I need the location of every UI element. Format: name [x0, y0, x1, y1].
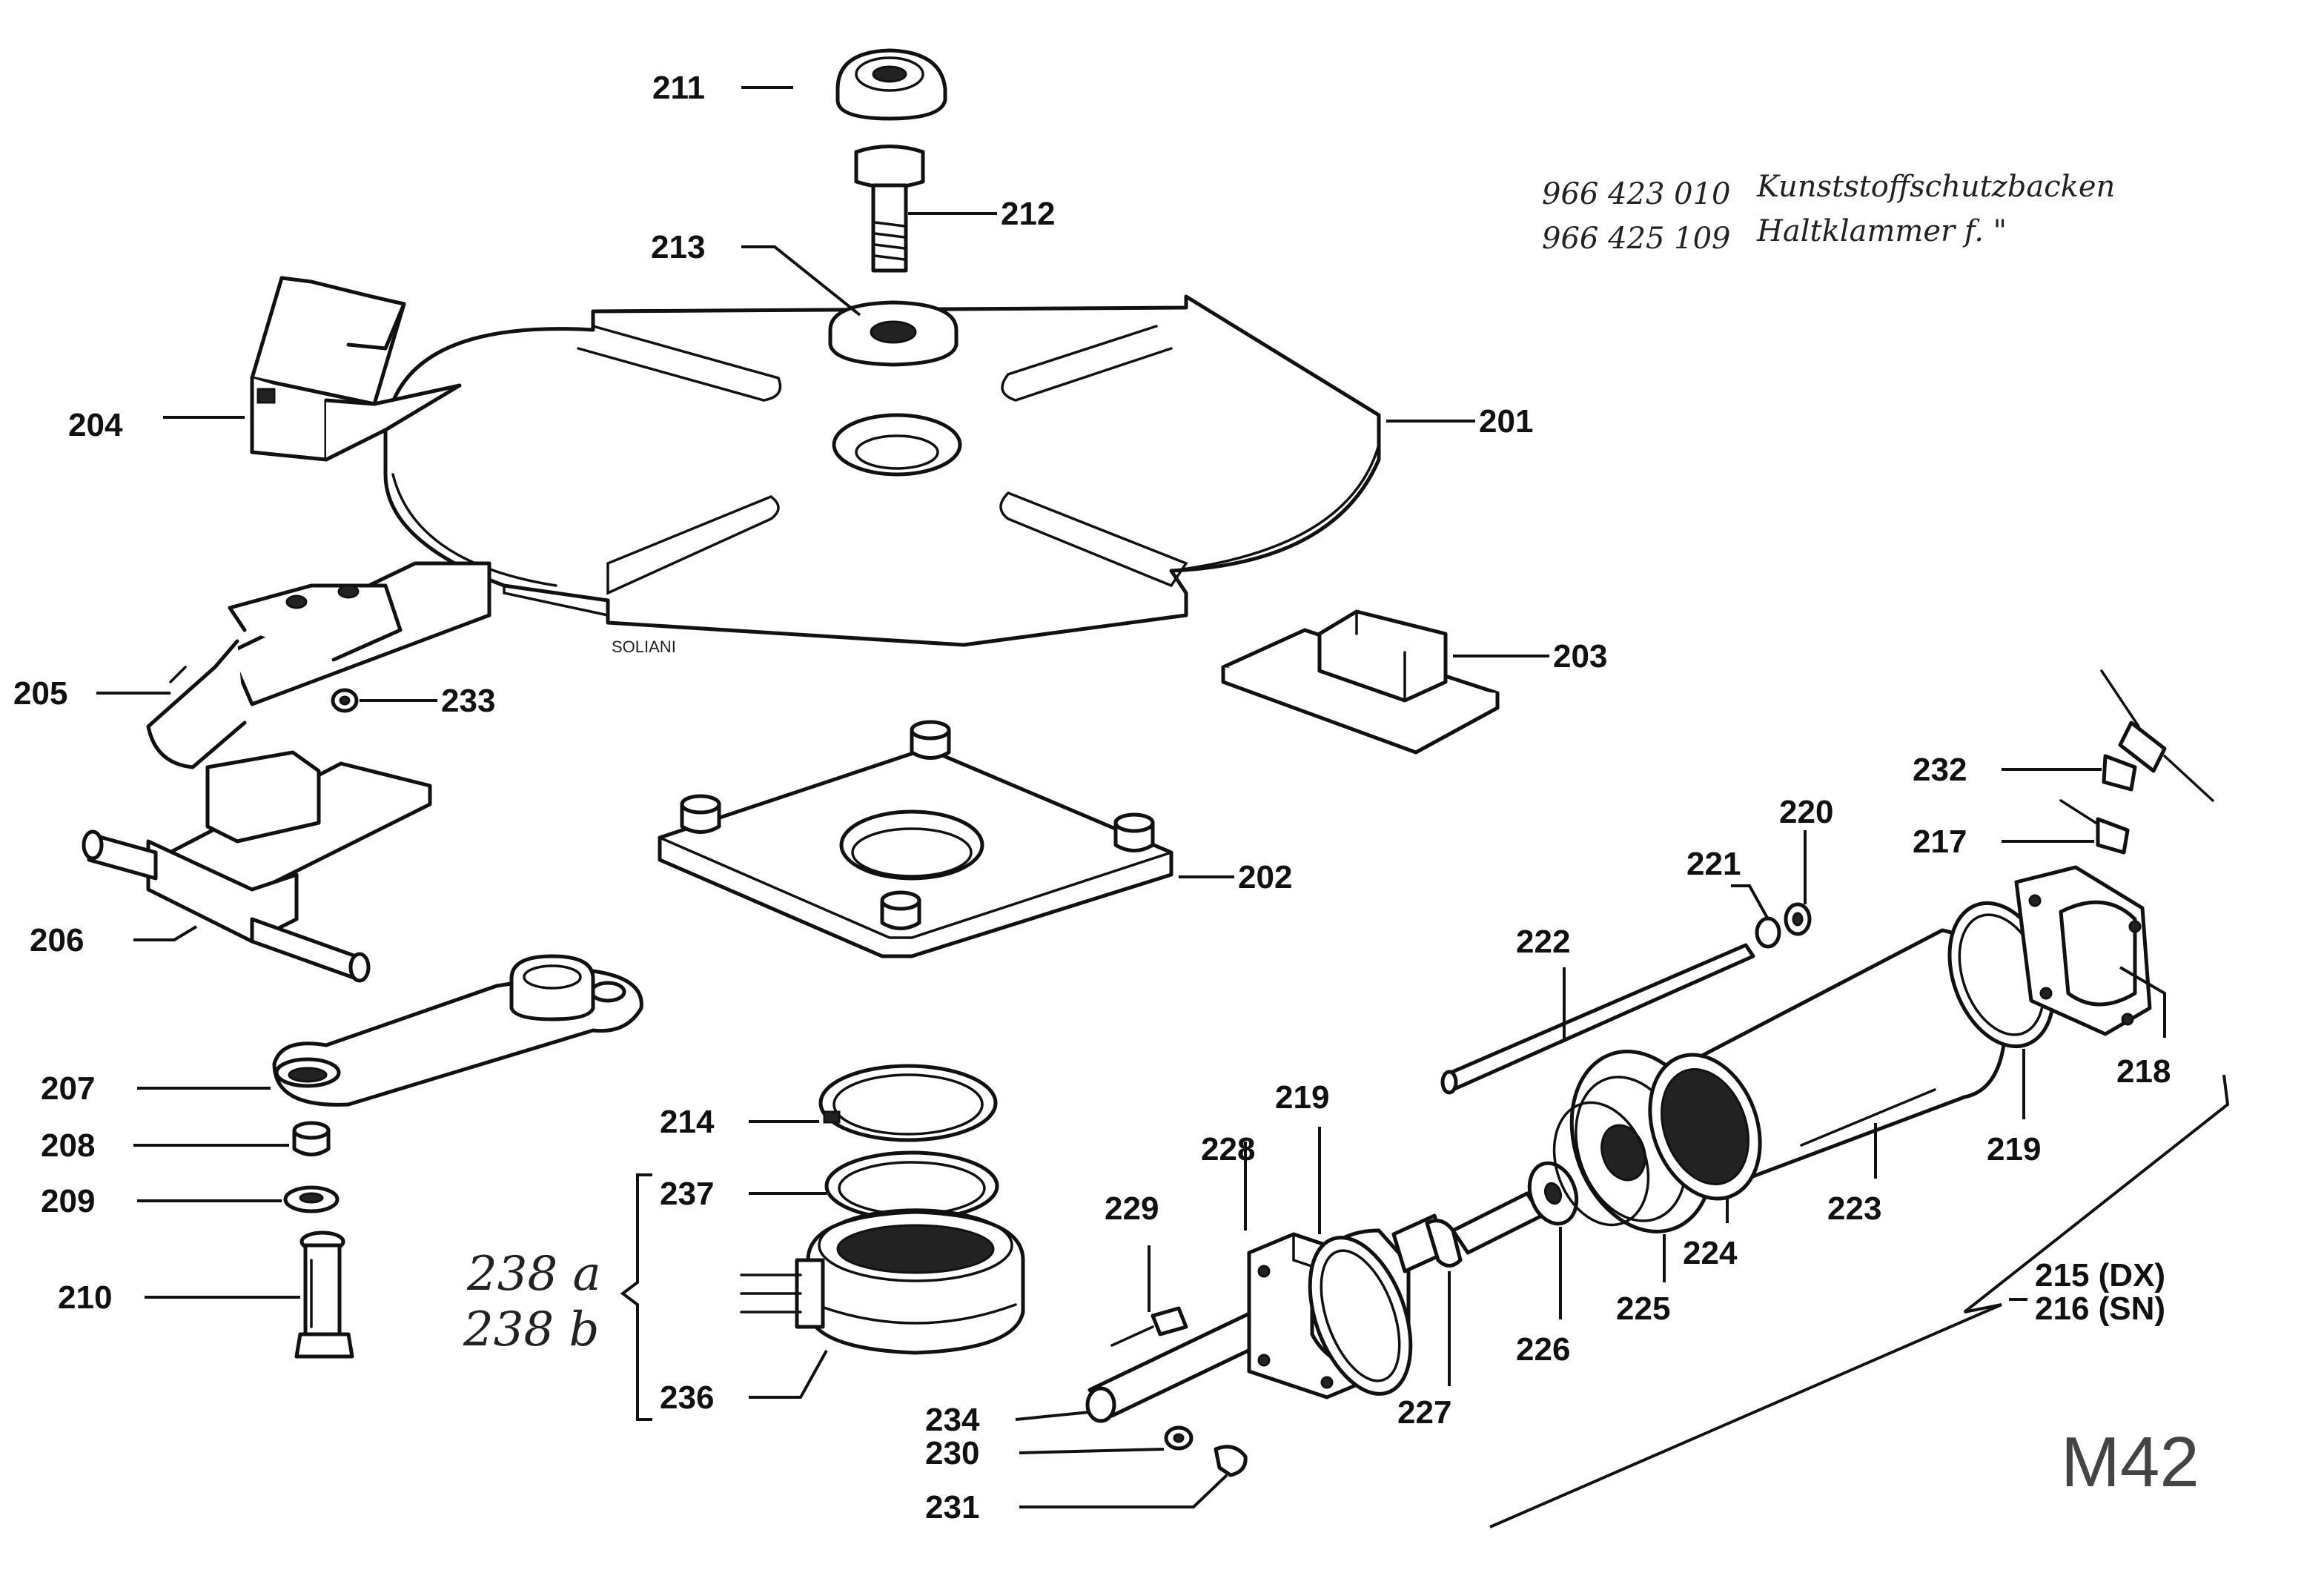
- label-230: 230: [925, 1435, 979, 1471]
- end-cap-218: [2014, 865, 2152, 1036]
- label-205: 205: [13, 675, 67, 712]
- clamp-205: [146, 561, 491, 769]
- sheet-id: M42: [2061, 1422, 2199, 1502]
- tie-rod-222: [1440, 943, 1755, 1095]
- label-222: 222: [1516, 924, 1570, 960]
- label-217: 217: [1913, 824, 1967, 860]
- washer-221: [1755, 916, 1781, 949]
- label-203: 203: [1553, 638, 1607, 675]
- note-line-2-text: Haltklammer f. ": [1756, 214, 2007, 248]
- piston-rod-inner: [1451, 1191, 1544, 1255]
- cylinder-barrel-223: [1648, 928, 2007, 1201]
- note-line-1-text: Kunststoffschutzbacken: [1756, 170, 2115, 204]
- nut-220: [1784, 902, 1812, 936]
- washer-213: [828, 300, 959, 367]
- jaw-204: [250, 276, 462, 462]
- label-228: 228: [1201, 1131, 1255, 1167]
- label-220: 220: [1779, 794, 1833, 830]
- tee-fitting-232: [2100, 669, 2214, 802]
- label-201: 201: [1479, 403, 1533, 440]
- fitting-229: [1110, 1306, 1188, 1347]
- slide-block-206: [82, 750, 432, 983]
- label-209: 209: [41, 1183, 95, 1219]
- label-208: 208: [41, 1127, 95, 1164]
- label-218: 218: [2116, 1053, 2171, 1090]
- pin-210: [294, 1230, 354, 1359]
- label-236: 236: [660, 1379, 714, 1416]
- label-219b: 219: [1987, 1131, 2041, 1167]
- label-224: 224: [1683, 1235, 1738, 1271]
- bolt-212: [854, 145, 925, 273]
- circlip-214: [818, 1064, 998, 1142]
- note-line-2-code: 966 425 109: [1542, 222, 1730, 256]
- label-211: 211: [652, 70, 705, 106]
- label-231: 231: [925, 1489, 979, 1526]
- label-210: 210: [58, 1279, 112, 1316]
- nut-233: [331, 688, 359, 713]
- label-237: 237: [660, 1176, 714, 1212]
- label-223: 223: [1827, 1190, 1881, 1227]
- label-202: 202: [1238, 859, 1292, 895]
- label-226: 226: [1516, 1331, 1570, 1368]
- bushing-208: [292, 1121, 331, 1156]
- elbow-fitting-217: [2059, 799, 2130, 855]
- maker-mark: SOLIANI: [612, 637, 676, 656]
- washer-211: [835, 48, 947, 121]
- label-221: 221: [1686, 846, 1741, 882]
- washer-226: [1527, 1161, 1579, 1226]
- label-229: 229: [1105, 1190, 1159, 1227]
- link-207: [272, 954, 643, 1107]
- label-207: 207: [41, 1070, 95, 1107]
- clip-231: [1214, 1445, 1248, 1477]
- label-212: 212: [1001, 196, 1055, 232]
- washer-209: [283, 1185, 340, 1213]
- label-215: 215 (DX): [2035, 1257, 2165, 1293]
- label-233: 233: [441, 683, 495, 719]
- variant-238b: 238 b: [463, 1302, 599, 1357]
- label-204: 204: [68, 407, 123, 443]
- base-plate-202: [658, 720, 1173, 958]
- note-line-1-code: 966 423 010: [1542, 177, 1730, 211]
- turntable-disc-201: SOLIANI: [383, 294, 1381, 656]
- variant-238a: 238 a: [466, 1247, 601, 1302]
- stud-set: [680, 720, 1155, 930]
- seal-ring-237: [824, 1150, 999, 1222]
- label-225: 225: [1616, 1291, 1670, 1327]
- jaw-203: [1221, 609, 1500, 755]
- label-216: 216 (SN): [2035, 1291, 2165, 1327]
- oring-219-front: [1308, 1236, 1413, 1396]
- label-206: 206: [30, 922, 84, 958]
- label-214: 214: [660, 1104, 715, 1140]
- label-232: 232: [1913, 752, 1967, 788]
- nut-230: [1164, 1425, 1194, 1451]
- label-234: 234: [925, 1402, 980, 1438]
- rotary-joint-236: [740, 1208, 1025, 1355]
- label-213: 213: [651, 229, 705, 265]
- rod-seal-227: [1391, 1213, 1463, 1273]
- label-227: 227: [1397, 1394, 1451, 1431]
- label-219a: 219: [1275, 1079, 1329, 1116]
